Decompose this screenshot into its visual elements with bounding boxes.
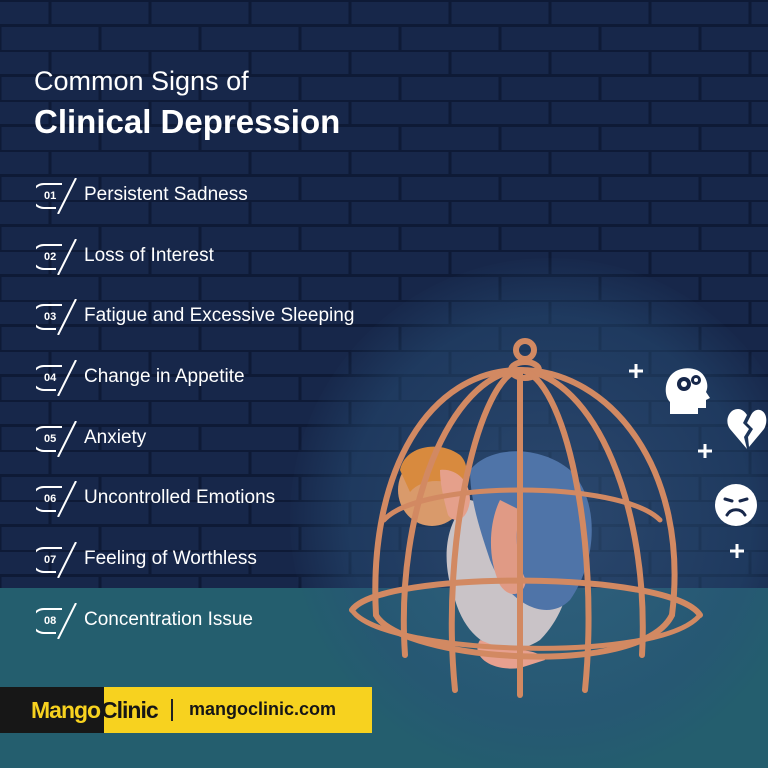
head-gears-icon [665, 368, 710, 414]
sign-label: Fatigue and Excessive Sleeping [84, 305, 355, 326]
title-line-2: Clinical Depression [34, 103, 341, 140]
number-badge-text: 08 [44, 615, 57, 627]
brand-name-mango: Mango [31, 697, 101, 723]
sign-label: Persistent Sadness [84, 184, 248, 205]
sign-label: Uncontrolled Emotions [84, 487, 276, 508]
number-badge: 03 [36, 299, 80, 335]
sign-item: 04 Change in Appetite [36, 360, 436, 396]
sign-item: 03 Fatigue and Excessive Sleeping [36, 299, 436, 335]
sign-label: Feeling of Worthless [84, 548, 257, 569]
sign-item: 02 Loss of Interest [36, 239, 436, 275]
sign-item: 01 Persistent Sadness [36, 178, 436, 214]
number-badge-text: 07 [44, 554, 57, 566]
sign-label: Change in Appetite [84, 366, 245, 387]
sad-face-icon [715, 484, 757, 526]
brand-name-clinic: Clinic [101, 697, 159, 723]
number-badge-text: 05 [44, 433, 57, 445]
website-link[interactable]: mangoclinic.com [189, 699, 337, 719]
sign-item: 08 Concentration Issue [36, 603, 436, 639]
number-badge-text: 02 [44, 251, 57, 263]
birdcage [349, 338, 703, 698]
number-badge: 06 [36, 481, 80, 517]
number-badge: 05 [36, 421, 80, 457]
number-badge-text: 06 [44, 493, 57, 505]
number-badge-text: 01 [44, 190, 57, 202]
sign-label: Anxiety [84, 427, 147, 448]
sign-item: 07 Feeling of Worthless [36, 542, 436, 578]
sign-label: Loss of Interest [84, 245, 214, 266]
sign-item: 05 Anxiety [36, 421, 436, 457]
plus-icon [730, 544, 744, 558]
number-badge: 07 [36, 542, 80, 578]
number-badge: 08 [36, 603, 80, 639]
sign-label: Concentration Issue [84, 609, 253, 630]
number-badge-text: 04 [44, 372, 57, 384]
number-badge: 04 [36, 360, 80, 396]
number-badge-text: 03 [44, 311, 57, 323]
brand-footer: Mango Clinic mangoclinic.com [0, 687, 372, 733]
number-badge: 01 [36, 178, 80, 214]
brand-logo-background [0, 687, 104, 733]
title-line-1: Common Signs of [34, 66, 249, 96]
plus-icon [629, 364, 643, 378]
footer-divider [171, 699, 173, 721]
plus-icon [698, 444, 712, 458]
number-badge: 02 [36, 239, 80, 275]
broken-heart-icon [727, 409, 767, 449]
sign-item: 06 Uncontrolled Emotions [36, 481, 436, 517]
